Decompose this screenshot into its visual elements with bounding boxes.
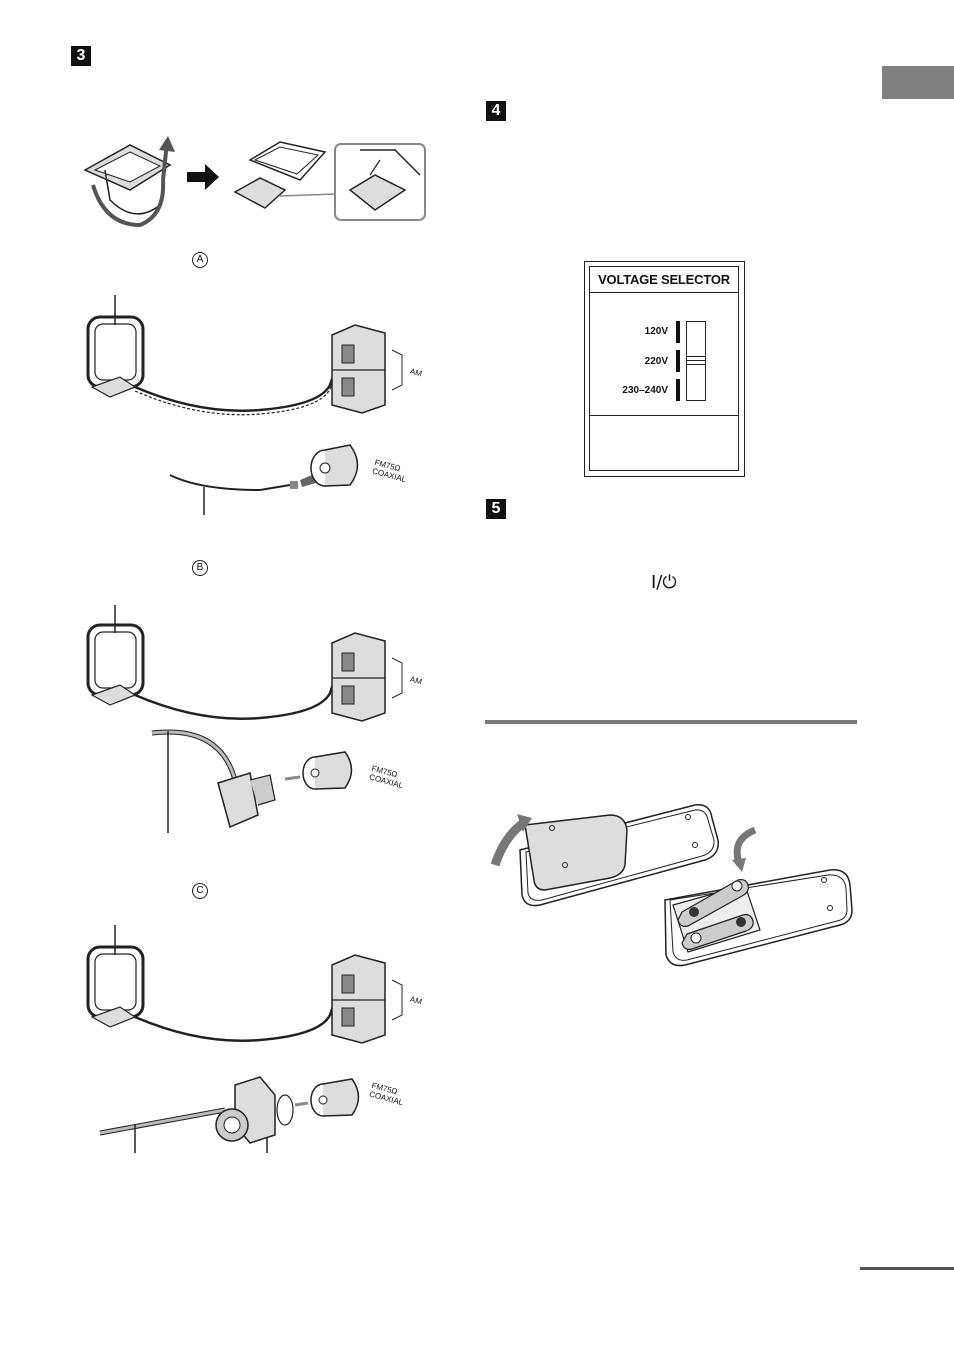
setup-b-illustration <box>86 605 403 833</box>
voltage-option-120: 120V <box>644 326 668 337</box>
marker-a: A <box>192 252 208 268</box>
marker-b: B <box>192 560 208 576</box>
power-icon: I/⏻ <box>651 572 677 593</box>
section-tab <box>882 66 954 99</box>
voltage-selector-title: VOLTAGE SELECTOR <box>590 267 738 293</box>
setup-a-illustration <box>86 295 403 515</box>
voltage-slider-switch <box>686 321 706 401</box>
step-3-badge: 3 <box>71 46 91 66</box>
am-antenna-assembly-illustration <box>83 136 426 228</box>
setup-c-illustration <box>86 925 403 1153</box>
step-5-badge: 5 <box>486 499 506 519</box>
step-4-badge: 4 <box>486 101 506 121</box>
voltage-option-230-240: 230–240V <box>622 385 668 396</box>
section-divider <box>485 720 857 724</box>
voltage-selector-panel: VOLTAGE SELECTOR 120V 220V 230–240V <box>584 261 745 477</box>
remote-battery-illustration <box>490 804 853 967</box>
marker-c: C <box>192 883 208 899</box>
continued-rule <box>860 1267 954 1270</box>
voltage-option-220: 220V <box>644 356 668 367</box>
